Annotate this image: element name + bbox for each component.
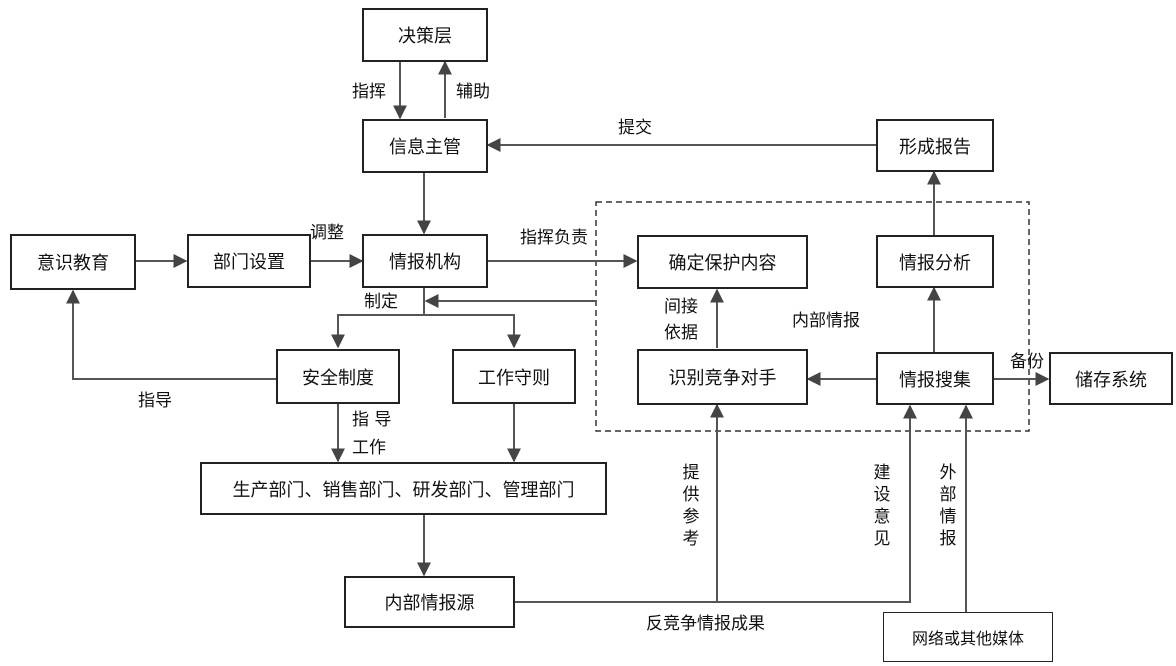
label-external-intel: 外部情报 <box>939 463 957 549</box>
edge-guide <box>66 289 276 380</box>
label-counter-result: 反竞争情报成果 <box>646 614 765 634</box>
node-department-setup: 部门设置 <box>187 234 311 288</box>
label-indirect: 间接 <box>664 297 698 317</box>
node-safety-system: 安全制度 <box>276 349 400 404</box>
label-guide-work-2: 工作 <box>352 438 386 458</box>
node-intel-analysis: 情报分析 <box>876 235 994 288</box>
edge-suggestion <box>717 404 917 603</box>
node-report-form: 形成报告 <box>876 119 994 172</box>
label-backup: 备份 <box>1010 352 1044 372</box>
node-network-media: 网络或其他媒体 <box>883 612 1053 662</box>
label-submit: 提交 <box>618 118 652 138</box>
label-command-responsible: 指挥负责 <box>520 228 588 248</box>
label-adjust: 调整 <box>310 223 344 243</box>
node-decision-layer: 决策层 <box>362 8 488 62</box>
node-departments: 生产部门、销售部门、研发部门、管理部门 <box>200 462 607 515</box>
node-info-director: 信息主管 <box>362 119 488 173</box>
node-work-rules: 工作守则 <box>452 349 576 404</box>
label-assist: 辅助 <box>456 82 490 102</box>
node-intel-agency: 情报机构 <box>362 234 488 288</box>
node-intel-collection: 情报搜集 <box>876 352 994 405</box>
label-guide: 指导 <box>138 391 172 411</box>
label-command: 指挥 <box>352 82 386 102</box>
node-internal-source: 内部情报源 <box>344 576 515 628</box>
edge-formulate <box>331 288 425 349</box>
label-basis: 依据 <box>664 323 698 343</box>
label-formulate: 制定 <box>364 292 398 312</box>
node-identify-competitors: 识别竞争对手 <box>637 349 808 405</box>
node-determine-protection: 确定保护内容 <box>637 235 808 289</box>
label-guide-work-1: 指 导 <box>352 410 392 430</box>
label-suggestion: 建设意见 <box>873 463 891 549</box>
label-internal-intel: 内部情报 <box>792 311 860 331</box>
edge-formulate-rules <box>424 314 521 349</box>
node-awareness-education: 意识教育 <box>10 234 136 290</box>
node-storage-system: 储存系统 <box>1049 352 1173 405</box>
label-provide-reference: 提供参考 <box>682 463 700 549</box>
